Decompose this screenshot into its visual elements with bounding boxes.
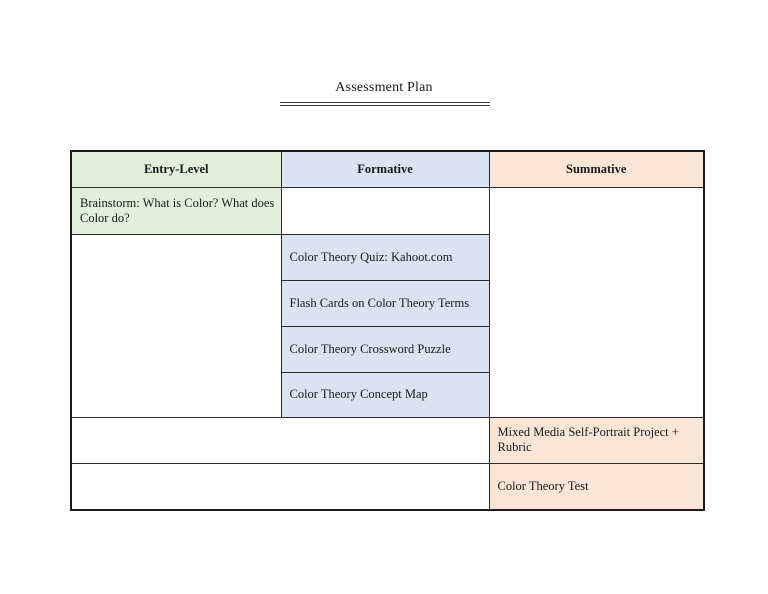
cell-left-empty-row7 (70, 462, 490, 511)
cell-formative-concept-map: Color Theory Concept Map (280, 371, 490, 418)
cell-summative-test: Color Theory Test (488, 462, 705, 511)
table-row: Color Theory Crossword Puzzle (71, 325, 704, 373)
table-row: Color Theory Test (70, 462, 705, 511)
table-row: Flash Cards on Color Theory Terms (71, 279, 704, 327)
cell-summative-empty (488, 186, 705, 418)
table-header-row: Entry-Level Formative Summative (70, 150, 705, 188)
page-title: Assessment Plan (335, 80, 433, 95)
table-row: Color Theory Concept Map (71, 371, 704, 418)
cell-formative-empty (280, 186, 490, 235)
cell-left-empty-row6 (70, 416, 490, 464)
header-cell-formative: Formative (280, 150, 490, 188)
table-row: Color Theory Quiz: Kahoot.com (70, 233, 704, 418)
cell-entry-brainstorm: Brainstorm: What is Color? What does Col… (70, 186, 282, 235)
cell-entry-empty (70, 233, 282, 418)
cell-summative-mixed-media: Mixed Media Self-Portrait Project + Rubr… (488, 416, 705, 464)
table-row: Mixed Media Self-Portrait Project + Rubr… (70, 416, 705, 464)
cell-formative-quiz: Color Theory Quiz: Kahoot.com (280, 233, 490, 281)
cell-formative-flash-cards: Flash Cards on Color Theory Terms (280, 279, 490, 327)
title-divider (280, 102, 490, 106)
assessment-plan-table: Entry-Level Formative Summative Brainsto… (70, 150, 705, 511)
header-cell-entry-level: Entry-Level (70, 150, 282, 188)
table-row: Brainstorm: What is Color? What does Col… (70, 186, 705, 418)
header-cell-summative: Summative (488, 150, 705, 188)
cell-formative-crossword: Color Theory Crossword Puzzle (280, 325, 490, 373)
